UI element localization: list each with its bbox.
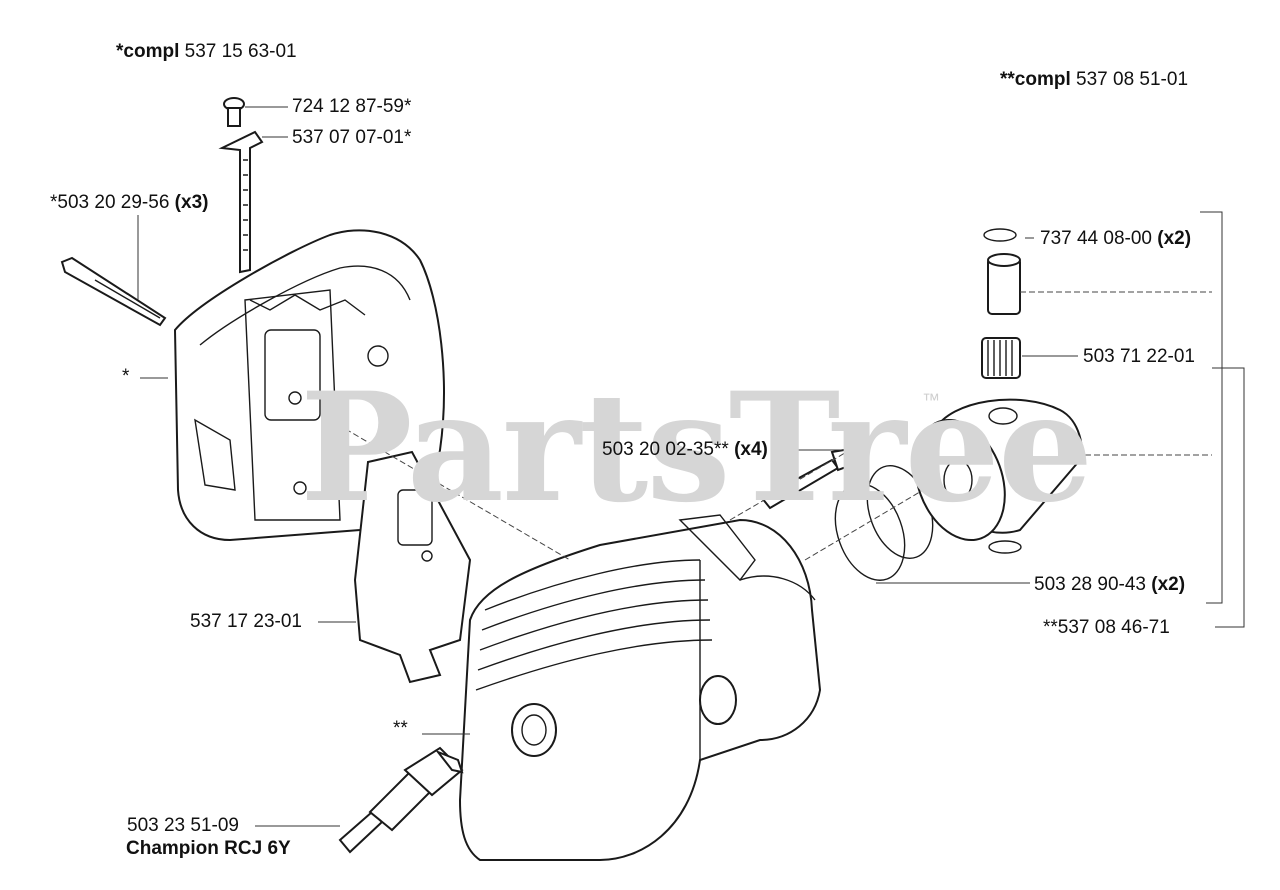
- spark-plug: [338, 746, 464, 854]
- kit-muffler-number: 537 15 63-01: [184, 41, 297, 62]
- leader-lines: [137, 106, 1245, 827]
- callout-piston-rings: 503 28 90-43 (x2): [1034, 574, 1185, 596]
- kit-cylinder-label: **compl 537 08 51-01: [1000, 69, 1188, 91]
- callout-needle-bearing: 503 71 22-01: [1083, 346, 1195, 367]
- callout-cylinder-bolt: 503 20 02-35** (x4): [602, 439, 768, 461]
- callout-piston-rings-number: 503 28 90-43: [1034, 574, 1146, 595]
- callout-cylinder-bolt-number: 503 20 02-35**: [602, 439, 729, 460]
- callout-piston-rings-qty: (x2): [1151, 574, 1186, 595]
- callout-top-screw: 724 12 87-59*: [292, 96, 412, 117]
- piston: [914, 398, 1083, 542]
- callout-muffler-bolt-qty: (x3): [174, 192, 209, 213]
- kit-cylinder-prefix: **compl: [1000, 69, 1071, 90]
- callout-spark-plug: 503 23 51-09: [127, 815, 239, 836]
- kit-muffler-prefix: *compl: [116, 41, 180, 62]
- kit-muffler-label: *compl 537 15 63-01: [116, 41, 297, 63]
- needle-bearing: [981, 337, 1021, 379]
- callout-circlip: 737 44 08-00 (x2): [1040, 228, 1191, 250]
- callout-muffler-mark: *: [122, 366, 130, 387]
- callout-muffler-bolt-number: *503 20 29-56: [50, 192, 170, 213]
- cylinder: [458, 514, 822, 861]
- gasket: [353, 450, 472, 684]
- callout-spark-plug-brand: Champion RCJ 6Y: [126, 838, 291, 860]
- trademark-symbol: ™: [922, 390, 940, 410]
- circlips: [983, 228, 1022, 554]
- watermark: PartsTree: [300, 360, 1093, 536]
- callout-cylinder-bolt-qty: (x4): [734, 439, 768, 460]
- top-screw: [223, 97, 245, 127]
- muffler-bolt: [60, 256, 167, 327]
- callout-circlip-qty: (x2): [1157, 228, 1192, 249]
- callout-piston-kit: **537 08 46-71: [1043, 617, 1170, 638]
- piston-pin: [987, 253, 1021, 315]
- callout-cylinder-mark: **: [393, 718, 408, 739]
- spark-plug-brand-text: Champion RCJ 6Y: [126, 838, 291, 859]
- spring-plate: [218, 130, 264, 274]
- callout-muffler-bolt: *503 20 29-56 (x3): [50, 192, 208, 214]
- callout-gasket: 537 17 23-01: [190, 611, 302, 632]
- callout-circlip-number: 737 44 08-00: [1040, 228, 1152, 249]
- kit-cylinder-number: 537 08 51-01: [1076, 69, 1189, 90]
- callout-plate: 537 07 07-01*: [292, 127, 412, 148]
- cylinder-bolt: [760, 446, 862, 510]
